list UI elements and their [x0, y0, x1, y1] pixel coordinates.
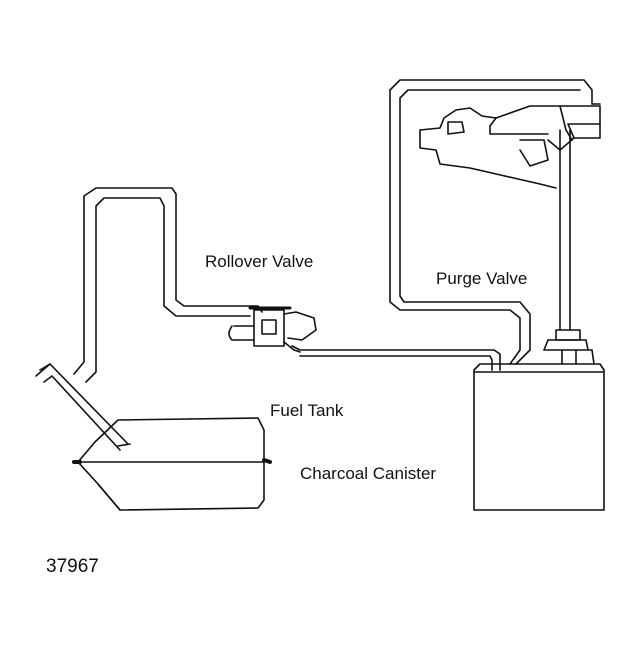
canister-hose	[291, 345, 501, 371]
figure-number: 37967	[46, 556, 99, 577]
charcoal-canister-label: Charcoal Canister	[300, 464, 437, 483]
purge-valve-label: Purge Valve	[436, 269, 528, 288]
vent-hose	[73, 187, 263, 383]
purge-valve	[543, 329, 595, 365]
fuel-tank	[72, 417, 272, 511]
charcoal-canister	[473, 363, 605, 511]
fuel-tank-label: Fuel Tank	[270, 401, 344, 420]
rollover-valve	[228, 306, 317, 353]
purge-line	[389, 79, 593, 365]
filler-neck	[35, 363, 131, 451]
rollover-valve-label: Rollover Valve	[205, 252, 314, 271]
throttle-body	[419, 103, 601, 189]
